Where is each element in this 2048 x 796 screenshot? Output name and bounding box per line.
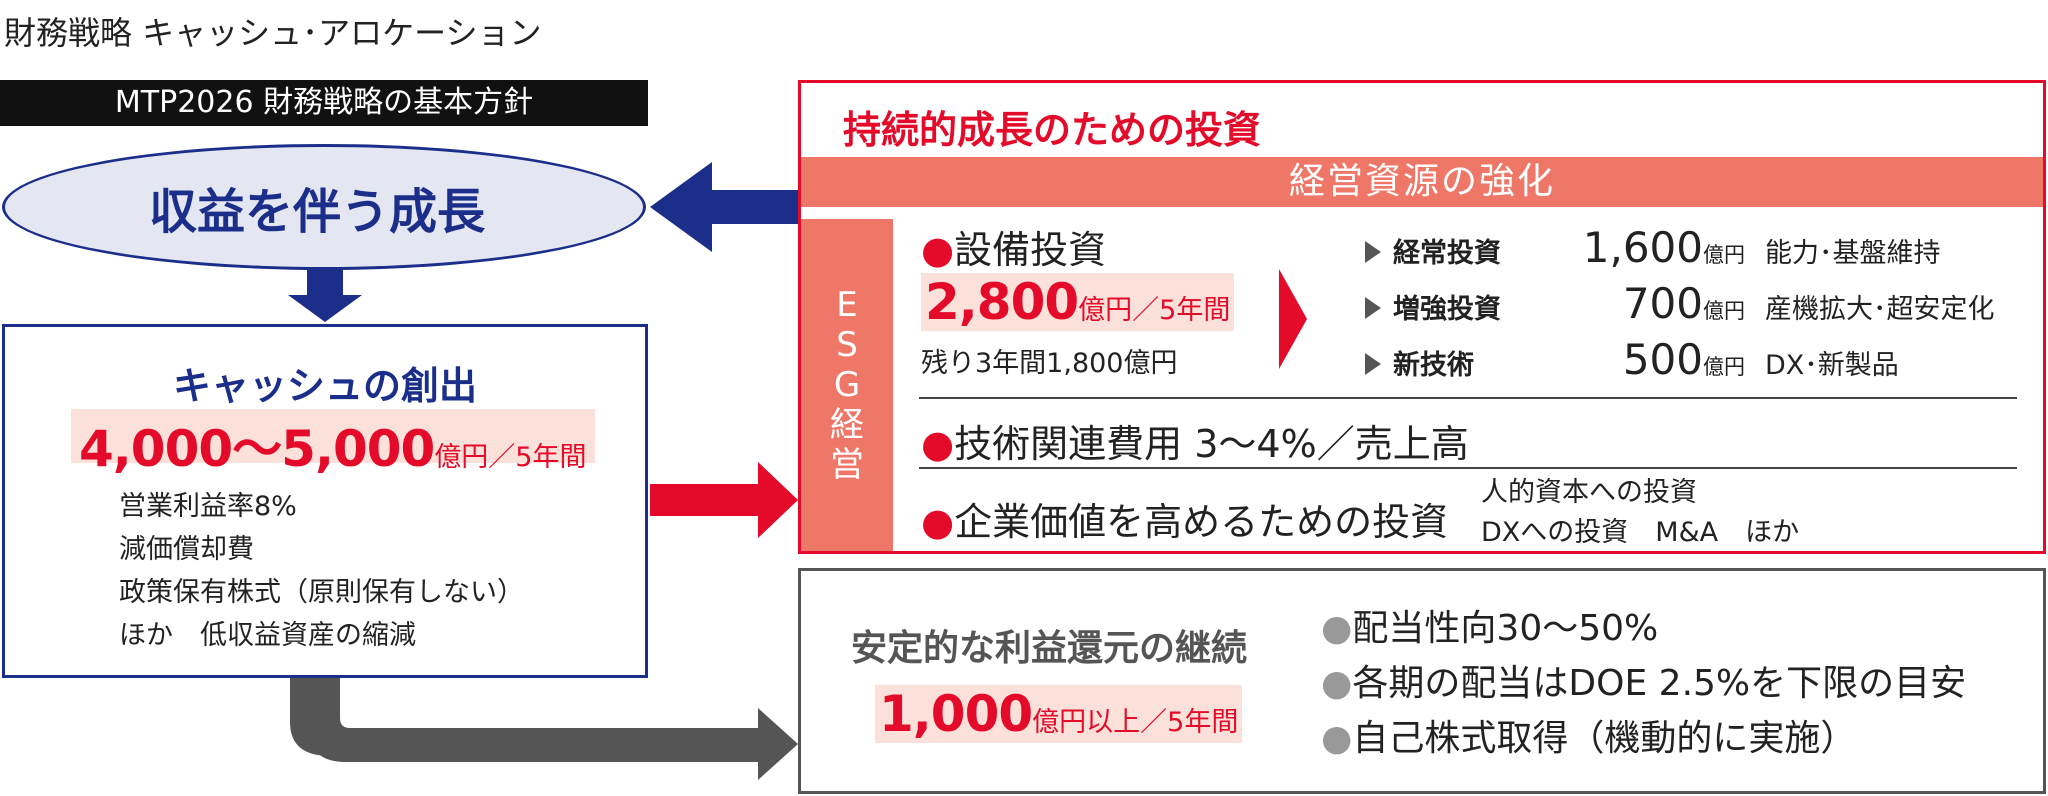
capex-label: 設備投資 <box>954 228 1107 272</box>
red-bullet-icon: ● <box>921 228 955 272</box>
breakdown-label: 増強投資 <box>1393 294 1501 325</box>
investment-box: 持続的成長のための投資 経営資源の強化 E S G 経 営 ●設備投資 2,80… <box>798 80 2046 554</box>
triangle-right-icon <box>1365 297 1381 319</box>
breakdown-desc: 能力･基盤維持 <box>1765 238 1941 269</box>
tech-cost-line: ●技術関連費用 3～4%／売上高 <box>921 413 1469 468</box>
gray-bullet-icon: ● <box>1321 718 1353 759</box>
returns-item: ●配当性向30～50% <box>1321 601 1966 656</box>
breakdown-unit: 億円 <box>1703 299 1745 323</box>
growth-ellipse: 収益を伴う成長 <box>2 144 646 270</box>
returns-items: ●配当性向30～50% ●各期の配当はDOE 2.5%を下限の目安 ●自己株式取… <box>1321 601 1966 766</box>
breakdown-label: 経常投資 <box>1393 238 1501 269</box>
esg-column: E S G 経 営 <box>801 219 893 551</box>
cash-title: キャッシュの創出 <box>172 364 477 408</box>
capex-remaining: 残り3年間1,800億円 <box>921 348 1178 379</box>
divider <box>919 467 2017 469</box>
returns-title: 安定的な利益還元の継続 <box>851 628 1248 669</box>
returns-item: ●自己株式取得（機動的に実施） <box>1321 711 1966 766</box>
red-bullet-icon: ● <box>921 422 955 466</box>
returns-box: 安定的な利益還元の継続 1,000億円以上／5年間 ●配当性向30～50% ●各… <box>798 568 2046 794</box>
arrow-to-investment <box>650 462 798 538</box>
esg-char: S <box>836 325 858 365</box>
returns-amount: 1,000億円以上／5年間 <box>875 685 1243 743</box>
red-bullet-icon: ● <box>921 500 955 544</box>
gray-bullet-icon: ● <box>1321 663 1353 704</box>
breakdown-desc: DX･新製品 <box>1765 350 1899 381</box>
cash-item: 政策保有株式（原則保有しない） <box>119 577 524 608</box>
page-title: 財務戦略 キャッシュ･アロケーション <box>4 14 542 52</box>
breakdown-value: 1,600 <box>1582 223 1703 272</box>
corporate-sub-item: 人的資本への投資 <box>1481 477 1697 508</box>
triangle-right-icon <box>1365 353 1381 375</box>
arrow-to-growth <box>650 162 798 252</box>
returns-amount-value: 1,000 <box>879 685 1033 743</box>
returns-item-text: 自己株式取得（機動的に実施） <box>1352 718 1857 759</box>
esg-char: E <box>836 285 858 325</box>
capex-title: ●設備投資 <box>921 219 1106 274</box>
esg-char: G <box>833 365 861 405</box>
cash-amount: 4,000～5,000億円／5年間 <box>71 409 595 478</box>
breakdown-value: 700 <box>1622 279 1703 328</box>
breakdown-desc: 産機拡大･超安定化 <box>1765 294 1995 325</box>
growth-label: 収益を伴う成長 <box>148 184 485 240</box>
corporate-value-text: 企業価値を高めるための投資 <box>954 500 1449 544</box>
capex-breakdown-row: 増強投資 700 億円 産機拡大･超安定化 <box>1365 279 1995 329</box>
capex-amount: 2,800億円／5年間 <box>921 273 1235 331</box>
breakdown-label: 新技術 <box>1393 350 1474 381</box>
cash-item: ほか 低収益資産の縮減 <box>119 620 416 651</box>
esg-char: 営 <box>830 445 864 485</box>
gray-bullet-icon: ● <box>1321 608 1353 649</box>
esg-char: 経 <box>830 405 864 445</box>
resource-bar: 経営資源の強化 <box>801 157 2043 207</box>
cash-amount-unit: 億円／5年間 <box>434 442 587 473</box>
breakdown-value: 500 <box>1622 335 1703 384</box>
cash-amount-value: 4,000～5,000 <box>79 420 435 478</box>
breakdown-unit: 億円 <box>1703 243 1745 267</box>
returns-amount-unit: 億円以上／5年間 <box>1032 707 1239 738</box>
divider <box>919 397 2017 399</box>
triangle-right-icon <box>1365 241 1381 263</box>
returns-item: ●各期の配当はDOE 2.5%を下限の目安 <box>1321 656 1966 711</box>
returns-item-text: 配当性向30～50% <box>1352 608 1659 649</box>
cash-generation-box: キャッシュの創出 4,000～5,000億円／5年間 営業利益率8% 減価償却費… <box>2 324 648 678</box>
capex-amount-value: 2,800 <box>925 273 1079 331</box>
investment-title: 持続的成長のための投資 <box>843 108 1262 152</box>
corporate-sub-item: DXへの投資 M&A ほか <box>1481 517 1800 548</box>
cash-item: 減価償却費 <box>119 534 254 565</box>
breakdown-unit: 億円 <box>1703 355 1745 379</box>
capex-breakdown-row: 新技術 500 億円 DX･新製品 <box>1365 335 1899 385</box>
returns-item-text: 各期の配当はDOE 2.5%を下限の目安 <box>1352 663 1967 704</box>
cash-items: 営業利益率8% 減価償却費 政策保有株式（原則保有しない） ほか 低収益資産の縮… <box>119 485 524 657</box>
tech-cost-text: 技術関連費用 3～4%／売上高 <box>954 422 1469 466</box>
cash-item: 営業利益率8% <box>119 491 297 522</box>
capex-amount-unit: 億円／5年間 <box>1078 295 1231 326</box>
basic-policy-bar: MTP2026 財務戦略の基本方針 <box>0 80 648 126</box>
capex-breakdown-row: 経常投資 1,600 億円 能力･基盤維持 <box>1365 223 1941 273</box>
corporate-sub: 人的資本への投資 DXへの投資 M&A ほか <box>1481 473 1799 553</box>
red-chevron-icon <box>1279 269 1307 369</box>
corporate-value-line: ●企業価値を高めるための投資 <box>921 491 1448 546</box>
arrow-to-cash <box>288 270 362 322</box>
